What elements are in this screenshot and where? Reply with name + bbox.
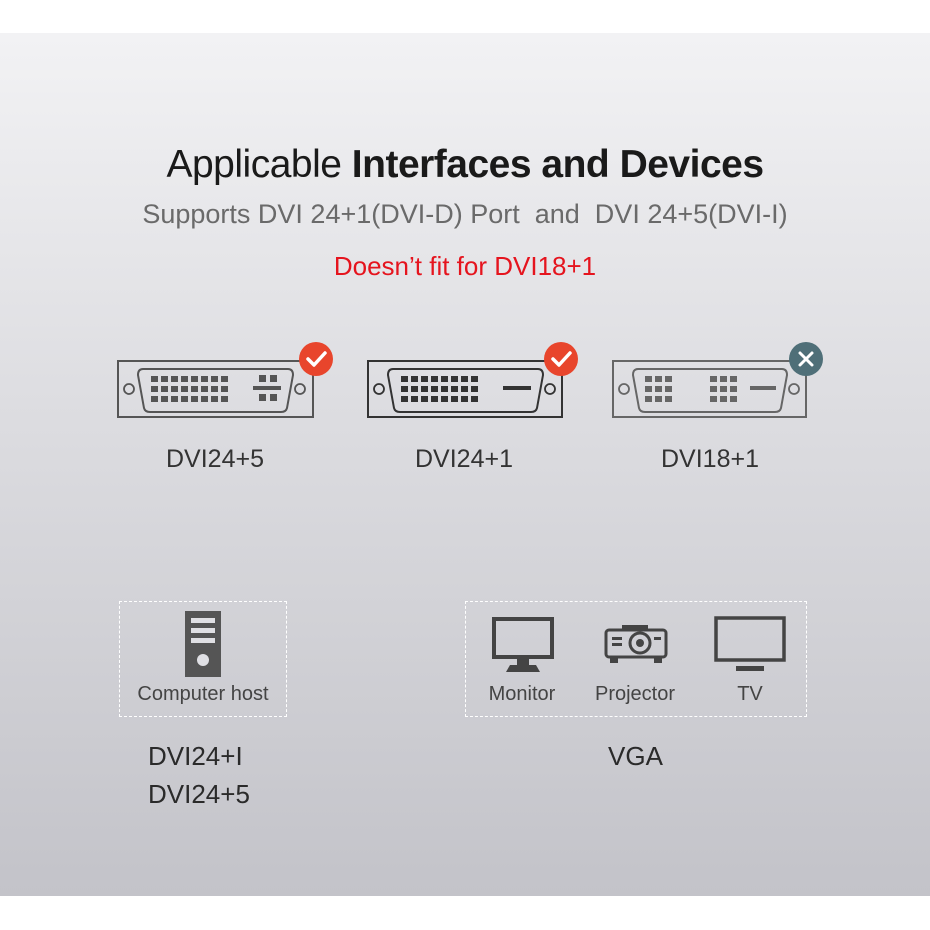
port-label-dvi24-5: DVI24+5 — [166, 445, 264, 473]
subtitle: Supports DVI 24+1(DVI-D) Port and DVI 24… — [142, 199, 788, 229]
dvi-24-5-port-icon — [117, 360, 314, 420]
computer-tower-icon — [185, 611, 221, 682]
dvi-24-1-port-icon — [367, 360, 563, 420]
port-label-dvi18-1: DVI18+1 — [661, 445, 759, 473]
dvi-18-1-port-icon — [612, 360, 807, 420]
port-label-dvi24-1: DVI24+1 — [415, 445, 513, 473]
title-bold: Interfaces and Devices — [351, 143, 764, 186]
content-panel: Applicable Interfaces and Devices Suppor… — [0, 33, 930, 896]
close-icon — [789, 342, 823, 376]
check-icon — [544, 342, 578, 376]
computer-host-box — [119, 601, 287, 717]
title-light: Applicable — [166, 143, 342, 186]
computer-compat-1: DVI24+I — [148, 741, 243, 771]
tv-icon — [714, 616, 786, 677]
page-title: Applicable Interfaces and Devices — [0, 143, 930, 187]
check-icon — [299, 342, 333, 376]
monitor-label: Monitor — [488, 683, 556, 705]
vga-compat-label: VGA — [608, 741, 663, 771]
projector-icon — [604, 624, 668, 671]
tv-label: TV — [737, 683, 763, 705]
vga-devices-box — [465, 601, 807, 717]
monitor-icon — [492, 617, 554, 678]
computer-compat-2: DVI24+5 — [148, 779, 250, 809]
projector-label: Projector — [594, 683, 676, 705]
computer-host-label: Computer host — [137, 683, 269, 705]
warning-text: Doesn’t fit for DVI18+1 — [333, 251, 597, 281]
